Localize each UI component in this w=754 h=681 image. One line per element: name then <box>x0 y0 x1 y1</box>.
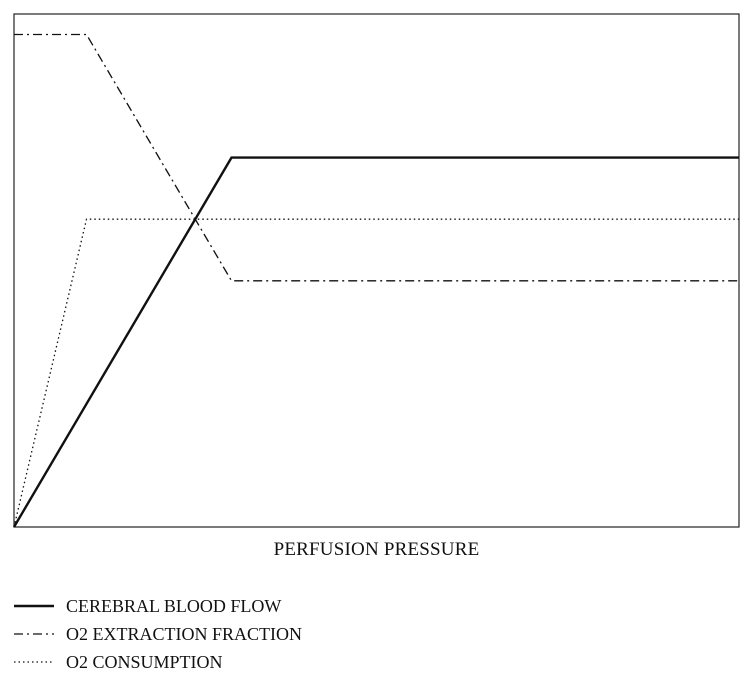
legend-swatch-solid <box>14 604 54 608</box>
legend-item-cerebral-blood-flow: CEREBRAL BLOOD FLOW <box>14 592 302 620</box>
legend-swatch-dotted <box>14 661 54 663</box>
series-line-o2-extraction-fraction <box>14 33 739 282</box>
legend-swatch-dashdot <box>14 633 54 635</box>
legend-item-o2-consumption: O2 CONSUMPTION <box>14 648 302 676</box>
legend: CEREBRAL BLOOD FLOW O2 EXTRACTION FRACTI… <box>14 592 302 676</box>
legend-label: O2 EXTRACTION FRACTION <box>66 624 302 644</box>
legend-item-o2-extraction-fraction: O2 EXTRACTION FRACTION <box>14 620 302 648</box>
x-axis-label: PERFUSION PRESSURE <box>273 539 480 560</box>
series-line-o2-consumption <box>13 218 739 528</box>
legend-label: CEREBRAL BLOOD FLOW <box>66 596 282 616</box>
legend-label: O2 CONSUMPTION <box>66 652 223 672</box>
series-line-cerebral-blood-flow <box>12 156 739 528</box>
plot-frame <box>13 13 740 528</box>
